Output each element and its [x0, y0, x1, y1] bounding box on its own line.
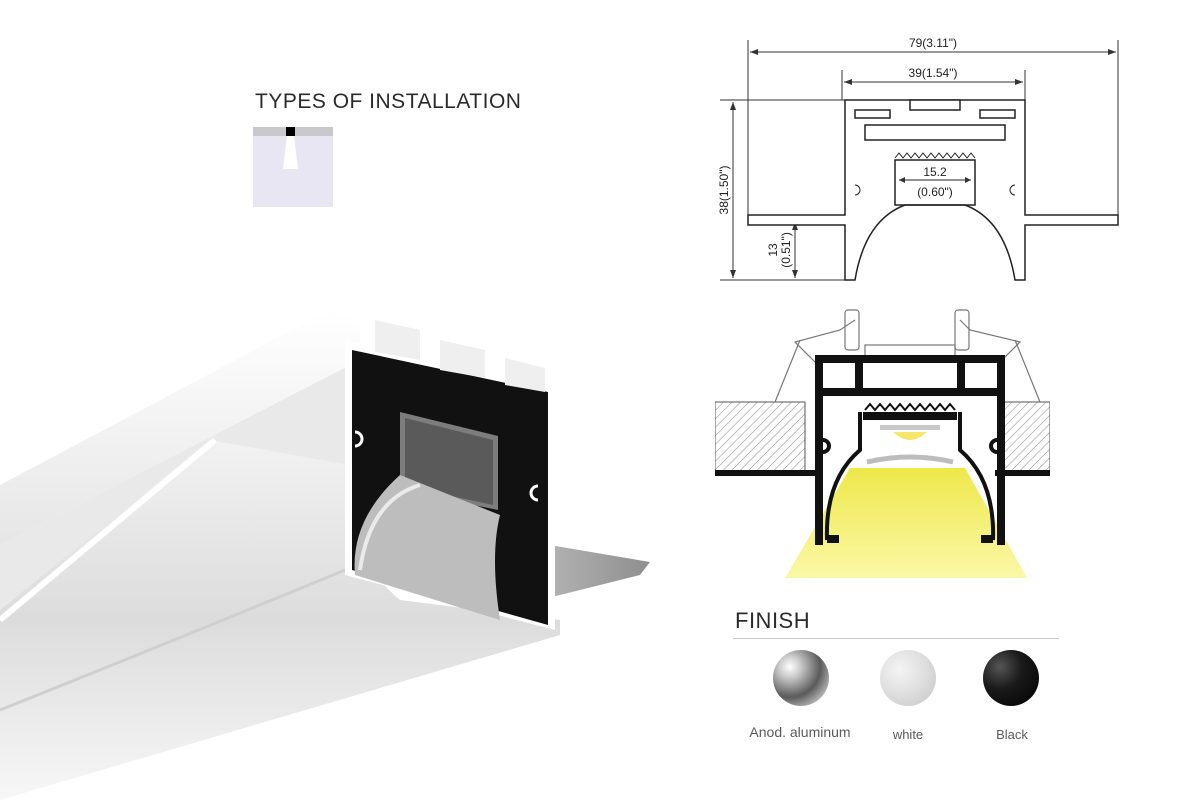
profile-outline — [747, 99, 1119, 281]
finish-label-anodized: Anod. aluminum — [749, 724, 851, 740]
dim-channel-inch: (0.60") — [917, 185, 953, 199]
ceiling-board-right — [999, 401, 1050, 473]
swatch-anodized-aluminum[interactable] — [773, 650, 829, 706]
profile-top-face — [0, 310, 360, 545]
dim-total-width: 79(3.11") — [909, 36, 957, 50]
finish-label-white: white — [892, 727, 924, 742]
dim-inner-width: 39(1.54") — [909, 66, 958, 80]
profile-cross-section — [345, 320, 555, 630]
dim-lower-mm: 13 — [766, 243, 780, 257]
light-beam — [785, 468, 1027, 578]
installation-cross-section — [715, 309, 1050, 578]
finish-label-black: Black — [996, 727, 1028, 742]
dim-lower-inch: (0.51") — [779, 232, 793, 268]
dim-height: 38(1.50") — [717, 166, 731, 215]
diffuser-lens — [0, 440, 560, 800]
dimension-drawing: 79(3.11") 39(1.54") 15.2 (0.60") 38(1.50… — [717, 36, 1119, 281]
recessed-installation-icon — [253, 127, 333, 207]
dim-channel-mm: 15.2 — [923, 165, 947, 179]
profile-section — [815, 355, 1005, 545]
ceiling-board-left — [715, 401, 806, 473]
profile-product-render — [0, 310, 650, 800]
finish-title: FINISH — [735, 608, 811, 633]
swatch-black[interactable] — [983, 650, 1039, 706]
installation-title: TYPES OF INSTALLATION — [255, 90, 522, 113]
swatch-white[interactable] — [880, 650, 936, 706]
finish-divider — [733, 638, 1059, 639]
